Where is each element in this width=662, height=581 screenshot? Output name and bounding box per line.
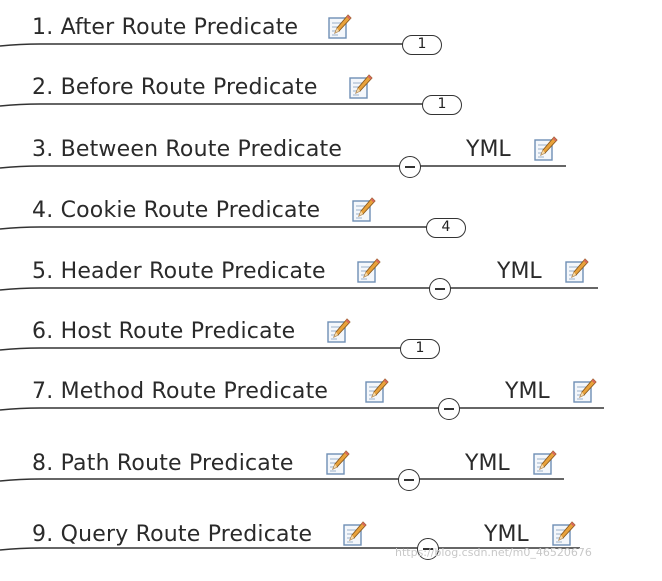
branch-item-after[interactable]: 1. After Route Predicate 1 — [0, 14, 662, 74]
note-icon[interactable] — [563, 258, 589, 284]
note-icon[interactable] — [571, 378, 597, 404]
collapse-toggle[interactable] — [438, 398, 460, 420]
branch-item-before[interactable]: 2. Before Route Predicate 1 — [0, 74, 662, 134]
child-count-badge[interactable]: 4 — [426, 218, 466, 238]
note-icon[interactable] — [326, 14, 352, 40]
note-icon[interactable] — [355, 258, 381, 284]
branch-label: 9. Query Route Predicate — [32, 522, 313, 547]
child-count-badge[interactable]: 1 — [402, 35, 442, 55]
branch-label: 3. Between Route Predicate — [32, 137, 343, 162]
note-icon[interactable] — [324, 450, 350, 476]
branch-item-method[interactable]: 7. Method Route Predicate YML — [0, 378, 662, 438]
branch-item-query[interactable]: 9. Query Route Predicate YML — [0, 521, 662, 581]
note-icon[interactable] — [350, 197, 376, 223]
branch-label: 6. Host Route Predicate — [32, 319, 296, 344]
note-icon[interactable] — [531, 450, 557, 476]
yml-node-label: YML — [505, 379, 550, 404]
note-icon[interactable] — [347, 74, 373, 100]
branch-label: 5. Header Route Predicate — [32, 259, 326, 284]
yml-node-label: YML — [466, 137, 511, 162]
child-count-badge[interactable]: 1 — [400, 339, 440, 359]
branch-label: 1. After Route Predicate — [32, 15, 299, 40]
note-icon[interactable] — [325, 318, 351, 344]
child-count-badge[interactable]: 1 — [422, 95, 462, 115]
branch-item-cookie[interactable]: 4. Cookie Route Predicate 4 — [0, 197, 662, 257]
yml-node-label: YML — [497, 259, 542, 284]
branch-item-between[interactable]: 3. Between Route Predicate YML — [0, 136, 662, 196]
watermark: https://blog.csdn.net/m0_46520676 — [395, 546, 592, 559]
branch-item-header[interactable]: 5. Header Route Predicate YML — [0, 258, 662, 318]
collapse-toggle[interactable] — [417, 538, 439, 560]
collapse-toggle[interactable] — [398, 469, 420, 491]
note-icon[interactable] — [532, 136, 558, 162]
branch-label: 4. Cookie Route Predicate — [32, 198, 321, 223]
note-icon[interactable] — [363, 378, 389, 404]
branch-label: 8. Path Route Predicate — [32, 451, 294, 476]
note-icon[interactable] — [341, 521, 367, 547]
collapse-toggle[interactable] — [399, 156, 421, 178]
yml-node-label: YML — [465, 451, 510, 476]
branch-item-host[interactable]: 6. Host Route Predicate 1 — [0, 318, 662, 378]
branch-label: 2. Before Route Predicate — [32, 75, 318, 100]
branch-item-path[interactable]: 8. Path Route Predicate YML — [0, 450, 662, 510]
collapse-toggle[interactable] — [429, 278, 451, 300]
yml-node-label: YML — [484, 522, 529, 547]
note-icon[interactable] — [550, 521, 576, 547]
branch-label: 7. Method Route Predicate — [32, 379, 329, 404]
